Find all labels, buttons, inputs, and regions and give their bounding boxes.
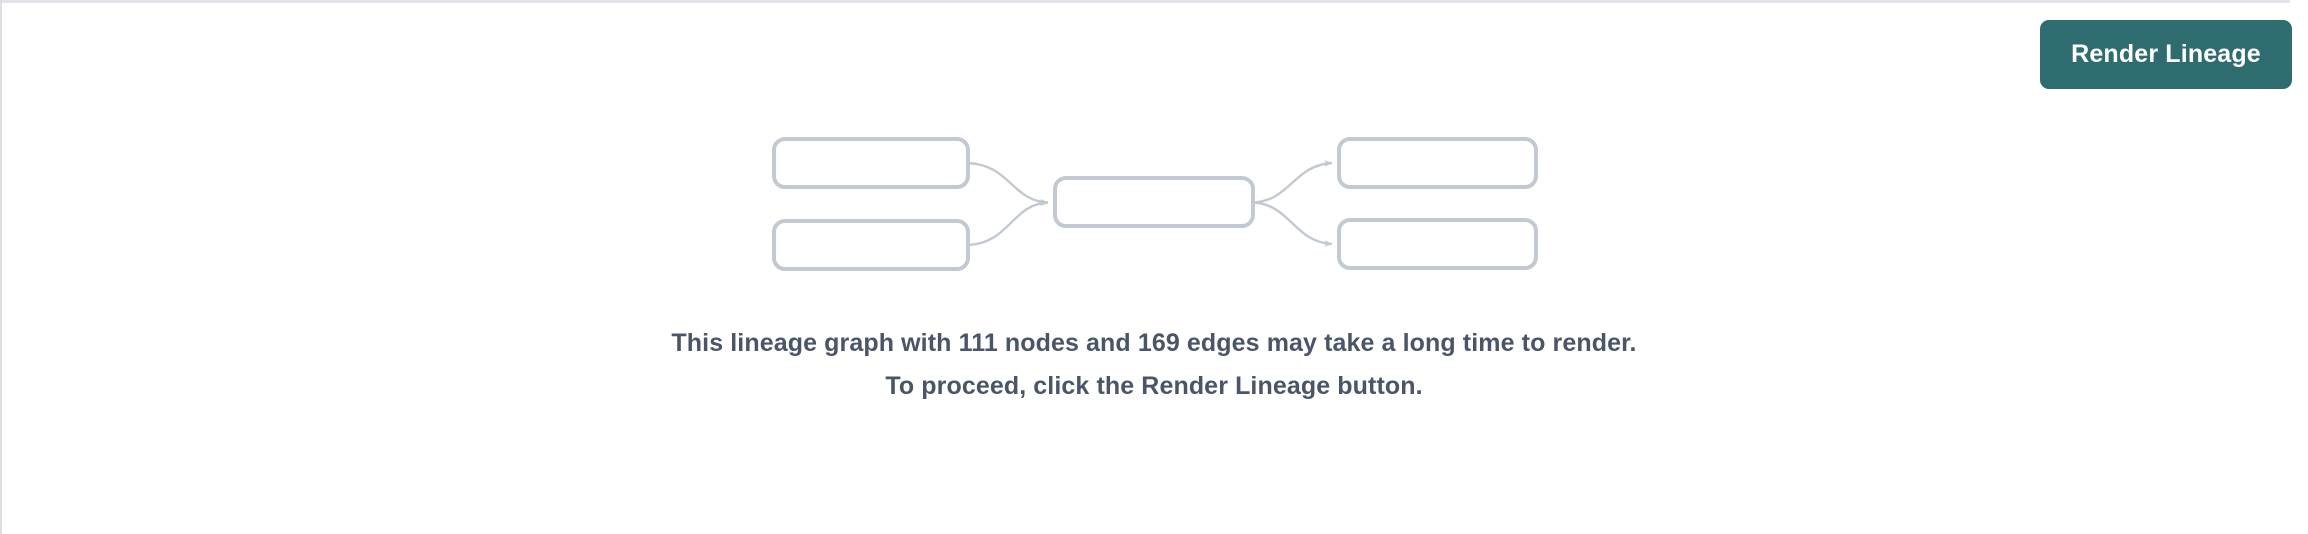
- panel-left-border: [0, 0, 2, 534]
- lineage-edge: [967, 199, 1049, 247]
- lineage-edge: [967, 161, 1049, 206]
- render-lineage-button[interactable]: Render Lineage: [2040, 20, 2292, 89]
- lineage-node: [772, 219, 970, 271]
- lineage-node: [1053, 176, 1255, 228]
- lineage-node: [1337, 218, 1538, 270]
- lineage-edge: [1252, 160, 1333, 204]
- lineage-node: [1337, 137, 1538, 189]
- lineage-placeholder-graph: [760, 125, 1560, 285]
- lineage-warning-message: This lineage graph with 111 nodes and 16…: [671, 329, 1637, 400]
- lineage-node: [772, 137, 970, 189]
- panel-top-border: [2, 0, 2290, 3]
- lineage-edge: [1252, 201, 1333, 247]
